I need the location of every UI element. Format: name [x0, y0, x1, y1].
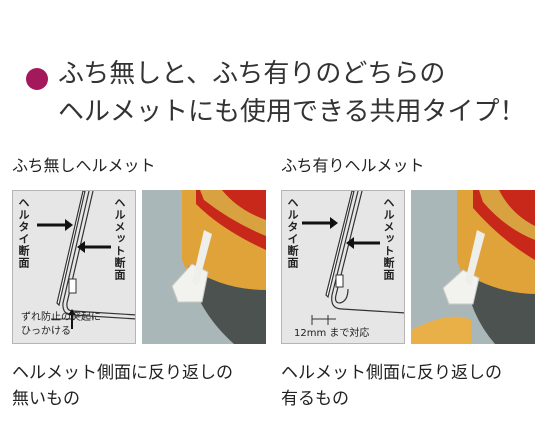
label-section-tie: ヘルタイ断面: [286, 197, 299, 269]
arrow-left-icon: [346, 237, 380, 249]
note-width: 12mm まで対応: [294, 328, 370, 339]
section-diagram: ヘルタイ断面 ヘルメット断面 12mm まで対応: [281, 190, 405, 344]
headline-line-1: ふち無しと、ふち有りのどちらの: [58, 59, 446, 89]
caption-line-2: 有るもの: [281, 389, 349, 409]
bullet-icon: [26, 68, 48, 90]
helmet-photo-drawing: [142, 190, 266, 344]
caption-line-1: ヘルメット側面に反り返しの: [12, 363, 233, 383]
headline-line-2: ヘルメットにも使用できる共用タイプ！: [58, 97, 526, 127]
arrow-up-icon: [68, 309, 76, 329]
helmet-photo: [411, 190, 535, 344]
note-line-2: ひっかける: [21, 326, 71, 337]
caption: ヘルメット側面に反り返しの 無いもの: [12, 360, 272, 412]
section-drawing: [302, 191, 404, 325]
column-title: ふち有りヘルメット: [281, 156, 425, 175]
label-section-tie: ヘルタイ断面: [17, 197, 30, 269]
arrow-right-icon: [302, 217, 338, 229]
caption: ヘルメット側面に反り返しの 有るもの: [281, 360, 541, 412]
column-title: ふち無しヘルメット: [12, 156, 156, 175]
label-section-helmet: ヘルメット断面: [113, 197, 126, 281]
caption-line-2: 無いもの: [12, 389, 80, 409]
caption-line-1: ヘルメット側面に反り返しの: [281, 363, 502, 383]
section-drawing: [37, 191, 135, 329]
helmet-photo: [142, 190, 266, 344]
arrow-left-icon: [77, 241, 111, 253]
section-diagram: ヘルタイ断面 ヘルメット断面 ずれ防止の突起に ひっかける: [12, 190, 136, 344]
arrow-right-icon: [37, 219, 73, 231]
label-section-helmet: ヘルメット断面: [382, 197, 395, 281]
helmet-photo-drawing: [411, 190, 535, 344]
note-line-1: ずれ防止の突起に: [21, 312, 101, 323]
